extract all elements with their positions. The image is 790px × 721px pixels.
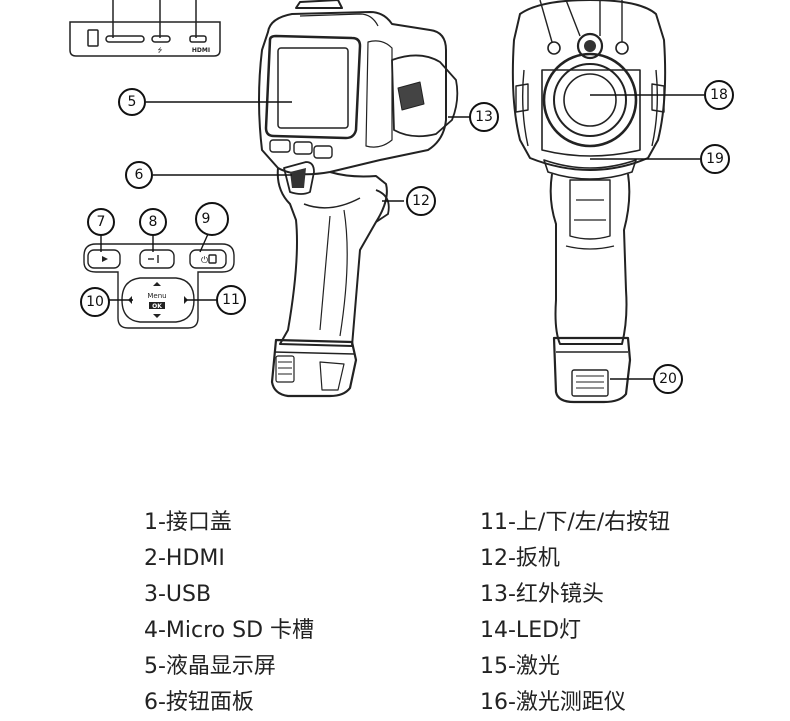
usb-c-port-icon — [151, 35, 171, 43]
micro-sd-slot-icon — [87, 29, 99, 47]
legend-item: 12-扳机 — [480, 546, 560, 571]
port-cover-panel: ⭍ — [69, 0, 221, 57]
legend-item: 5-液晶显示屏 — [144, 654, 276, 679]
svg-text:13: 13 — [475, 109, 493, 125]
power-button[interactable] — [189, 249, 227, 269]
callout-6: 6 — [125, 161, 153, 189]
legend-item: 3-USB — [144, 582, 212, 607]
legend-item: 2-HDMI — [144, 546, 225, 571]
callout-10: 10 — [80, 287, 110, 317]
infrared-lens — [542, 52, 638, 148]
svg-text:8: 8 — [149, 214, 158, 230]
svg-text:12: 12 — [412, 193, 430, 209]
callout-20: 20 — [653, 364, 683, 394]
callout-5: 5 — [118, 88, 146, 116]
callout-19: 19 — [700, 144, 730, 174]
usb-symbol: ⭍ — [158, 46, 163, 54]
down-arrow-icon[interactable] — [153, 314, 161, 318]
menu-label: Menu — [147, 292, 166, 300]
legend-item: 6-按钮面板 — [144, 690, 254, 715]
ok-label: OK — [152, 303, 162, 310]
legend-item: 14-LED灯 — [480, 618, 582, 643]
leader-lines — [100, 94, 704, 380]
callout-11: 11 — [216, 285, 246, 315]
hdmi-port-icon — [189, 35, 207, 43]
callout-7: 7 — [87, 208, 115, 236]
svg-text:20: 20 — [659, 371, 677, 387]
svg-text:18: 18 — [710, 87, 728, 103]
svg-text:5: 5 — [128, 94, 137, 110]
camera-side-view — [258, 0, 459, 398]
camera-front-view — [511, 0, 667, 404]
svg-text:7: 7 — [97, 214, 106, 230]
legend-item: 15-激光 — [480, 654, 560, 679]
playback-button[interactable] — [87, 249, 121, 269]
power-icon: ⏻ — [201, 255, 208, 266]
legend-item: 13-红外镜头 — [480, 582, 604, 607]
callout-18: 18 — [704, 80, 734, 110]
svg-text:10: 10 — [86, 294, 104, 310]
lcd-screen — [277, 47, 349, 129]
up-arrow-icon[interactable] — [153, 282, 161, 286]
camera-icon — [208, 254, 217, 264]
svg-text:6: 6 — [135, 167, 144, 183]
legend-item: 4-Micro SD 卡槽 — [144, 618, 315, 643]
legend-column-right: 11-上/下/左/右按钮 12-扳机 13-红外镜头 14-LED灯 15-激光… — [480, 505, 670, 721]
legend-column-left: 1-接口盖 2-HDMI 3-USB 4-Micro SD 卡槽 5-液晶显示屏… — [144, 505, 314, 721]
svg-text:9: 9 — [202, 211, 211, 227]
laser-emitter — [615, 41, 629, 55]
button-panel-detail: ⏻ — [83, 243, 235, 329]
usb-port-icon — [105, 35, 145, 43]
callout-12: 12 — [406, 186, 436, 216]
legend-item: 1-接口盖 — [144, 510, 232, 535]
callout-13: 13 — [469, 102, 499, 132]
laser-rangefinder — [576, 32, 604, 60]
hdmi-port-label: HDMI — [192, 47, 210, 54]
thermal-camera-diagram: ⭍ HDMI — [69, 0, 734, 404]
legend-item: 11-上/下/左/右按钮 — [480, 510, 671, 535]
callout-9: 9 — [195, 202, 229, 236]
led-lamp — [547, 41, 561, 55]
image-mode-button[interactable] — [139, 249, 175, 269]
ok-button[interactable] — [149, 302, 165, 309]
callout-8: 8 — [139, 208, 167, 236]
legend-item: 16-激光测距仪 — [480, 690, 626, 715]
svg-text:19: 19 — [706, 151, 724, 167]
svg-text:11: 11 — [222, 292, 240, 308]
